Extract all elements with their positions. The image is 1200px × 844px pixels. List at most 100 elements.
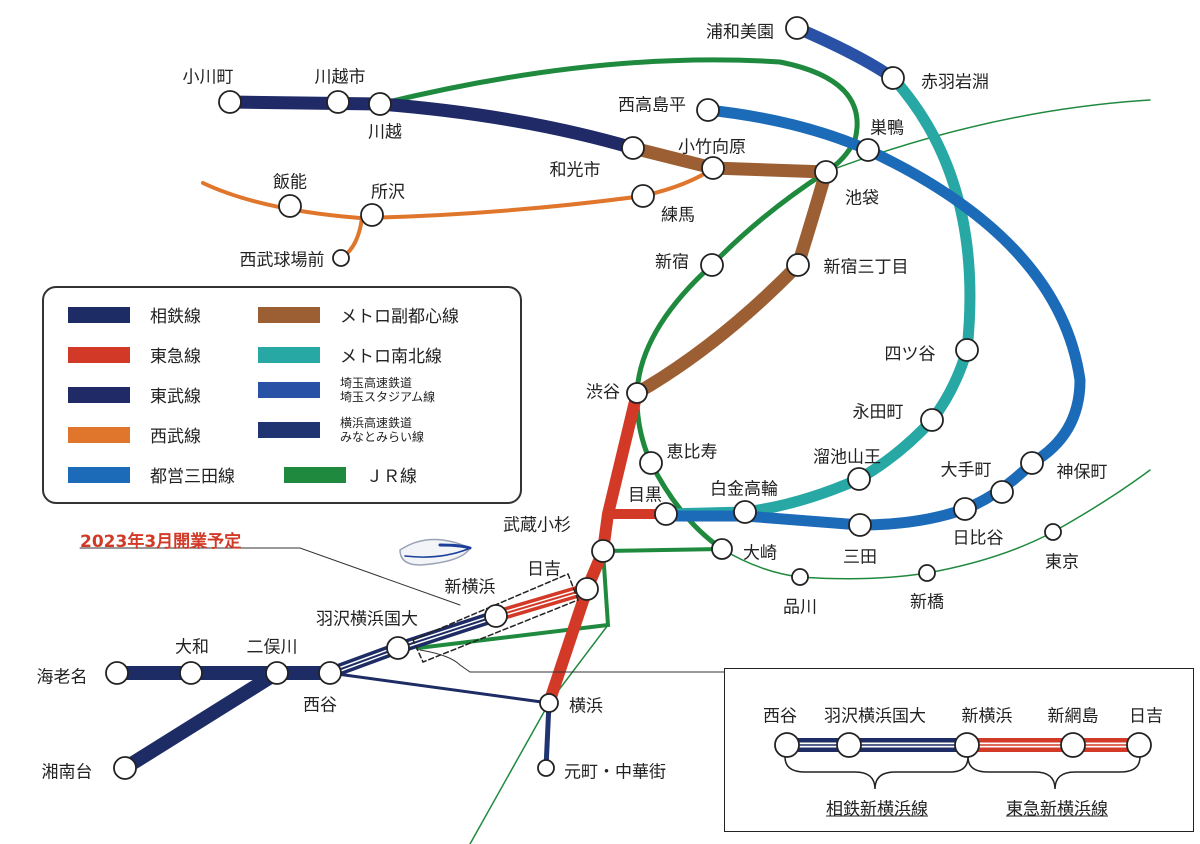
station-musashi-kosugi[interactable] <box>591 539 615 563</box>
station-seibu-kyujomae[interactable] <box>332 249 350 267</box>
station-nerima[interactable] <box>631 184 655 208</box>
legend-mita: 都営三田線 <box>68 462 235 487</box>
station-shimbashi[interactable] <box>918 564 936 582</box>
shinkansen-icon <box>399 538 472 566</box>
station-yamato[interactable] <box>179 661 203 685</box>
station-label-kotake-mukaihara: 小竹向原 <box>678 137 746 158</box>
station-tameike-sanno[interactable] <box>847 467 871 491</box>
station-shinjuku-sanchome[interactable] <box>786 253 810 277</box>
station-label-otemachi: 大手町 <box>940 460 992 481</box>
legend-swatch <box>68 306 130 323</box>
station-ebisu[interactable] <box>639 451 663 475</box>
legend-fukutoshin: メトロ副都心線 <box>258 302 459 327</box>
station-label-tokorozawa: 所沢 <box>371 182 405 203</box>
legend-label: ＪＲ線 <box>366 467 417 487</box>
jr-thin-yokohama <box>469 624 609 844</box>
station-label-yotsuya: 四ツ谷 <box>884 344 936 365</box>
inset-station-dot <box>836 732 862 758</box>
station-ikebukuro[interactable] <box>814 160 838 184</box>
station-label-meguro: 目黒 <box>628 485 662 506</box>
station-yotsuya[interactable] <box>955 338 979 362</box>
station-shonandai[interactable] <box>113 756 137 780</box>
station-tokyo[interactable] <box>1044 523 1062 541</box>
station-label-seibu-kyujomae: 西武球場前 <box>239 250 325 271</box>
station-futamatagawa[interactable] <box>265 661 289 685</box>
legend: 相鉄線 東急線 東武線 西武線 都営三田線 メトロ副都心線 メトロ南北線 埼玉高… <box>42 286 522 504</box>
station-label-tokyo: 東京 <box>1045 552 1079 573</box>
station-sugamo[interactable] <box>856 138 880 162</box>
minatomirai-line <box>543 700 552 771</box>
station-kawagoeshi[interactable] <box>326 90 350 114</box>
legend-saitama: 埼玉高速鉄道埼玉スタジアム線 <box>258 376 435 404</box>
station-shibuya[interactable] <box>626 382 648 404</box>
station-label-kawagoeshi: 川越市 <box>314 67 366 88</box>
station-hibiya[interactable] <box>953 497 977 521</box>
station-shin-yokohama[interactable] <box>484 604 508 628</box>
station-label-shirokane-takanawa: 白金高輪 <box>710 479 778 500</box>
station-yokohama[interactable] <box>539 693 559 713</box>
station-urawa-misono[interactable] <box>785 16 809 40</box>
legend-label: 相鉄線 <box>150 307 201 327</box>
station-akabane-iwabuchi[interactable] <box>881 66 905 90</box>
station-wakoshi[interactable] <box>621 136 645 160</box>
station-meguro[interactable] <box>654 502 678 526</box>
station-nishiya[interactable] <box>318 661 342 685</box>
station-shinjuku[interactable] <box>700 253 724 277</box>
station-label-nishi-takashimadaira: 西高島平 <box>618 95 686 116</box>
sotetsu-shinyokohama-label: 相鉄新横浜線 <box>826 799 928 820</box>
station-shinagawa[interactable] <box>791 568 809 586</box>
legend-tokyu: 東急線 <box>68 342 201 367</box>
station-label-futamatagawa: 二俣川 <box>246 637 298 658</box>
inset-station-dot <box>774 732 800 758</box>
station-label-hiyoshi: 日吉 <box>527 559 561 580</box>
inset-station-label: 新横浜 <box>961 706 1013 727</box>
station-label-yamato: 大和 <box>175 637 209 658</box>
station-label-ebina: 海老名 <box>36 667 88 688</box>
legend-jr: ＪＲ線 <box>284 462 417 487</box>
legend-label: メトロ副都心線 <box>340 307 459 327</box>
jr-line <box>377 57 860 552</box>
legend-label: 埼玉スタジアム線 <box>340 390 436 404</box>
station-osaki[interactable] <box>711 538 733 560</box>
station-ebina[interactable] <box>105 661 129 685</box>
station-label-musashi-kosugi: 武蔵小杉 <box>503 515 571 536</box>
station-label-jimbocho: 神保町 <box>1056 462 1108 483</box>
inset-diagram: 西谷 羽沢横浜国大 新横浜 新網島 日吉 相鉄新横浜線 東急新横浜線 <box>724 668 1194 832</box>
station-shirokane-takanawa[interactable] <box>733 500 757 524</box>
station-hazawa[interactable] <box>386 636 410 660</box>
station-label-nagatacho: 永田町 <box>852 402 904 423</box>
legend-swatch <box>68 386 130 403</box>
station-hanno[interactable] <box>278 194 302 218</box>
station-mita[interactable] <box>848 513 872 537</box>
inset-lines <box>774 732 1152 790</box>
station-otemachi[interactable] <box>990 480 1014 504</box>
jr-line-sotetsu-link <box>416 547 724 650</box>
station-kotake-mukaihara[interactable] <box>701 156 725 180</box>
station-label-hazawa: 羽沢横浜国大 <box>316 609 418 630</box>
station-ogawamachi[interactable] <box>218 90 242 114</box>
legend-swatch <box>284 466 346 483</box>
opening-note: 2023年3月開業予定 <box>80 532 242 552</box>
station-nagatacho[interactable] <box>920 408 944 432</box>
station-label-urawa-misono: 浦和美園 <box>706 22 774 43</box>
sotetsu-izumino <box>118 666 284 775</box>
station-kawagoe[interactable] <box>368 92 392 116</box>
station-nishi-takashimadaira[interactable] <box>696 98 720 122</box>
station-label-ebisu: 恵比寿 <box>666 442 718 463</box>
tobu-line <box>223 95 640 155</box>
station-label-shonandai: 湘南台 <box>41 762 93 783</box>
inset-station-label: 西谷 <box>763 706 797 727</box>
station-label-shinjuku: 新宿 <box>655 252 689 273</box>
station-jimbocho[interactable] <box>1020 451 1044 475</box>
legend-label: 都営三田線 <box>150 467 235 487</box>
legend-label: 東武線 <box>150 387 201 407</box>
legend-label: 横浜高速鉄道 <box>340 416 413 430</box>
tokyu-shinyokohama-label: 東急新横浜線 <box>1006 799 1108 820</box>
station-hiyoshi[interactable] <box>575 577 599 601</box>
station-tokorozawa[interactable] <box>360 203 384 227</box>
station-label-akabane-iwabuchi: 赤羽岩淵 <box>921 72 989 93</box>
station-motomachi[interactable] <box>537 759 555 777</box>
legend-tobu: 東武線 <box>68 382 201 407</box>
station-label-osaki: 大崎 <box>743 543 777 564</box>
inset-station-label: 日吉 <box>1129 706 1163 727</box>
